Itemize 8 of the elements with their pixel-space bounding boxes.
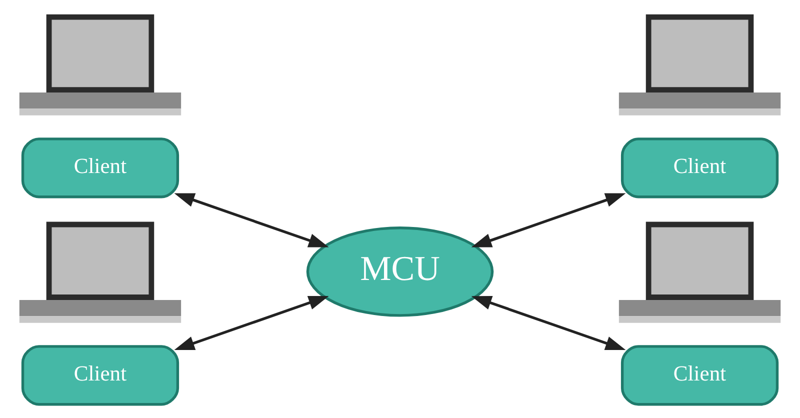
node-box: Client: [21, 138, 180, 198]
arrow: [471, 296, 626, 350]
node-box: Client: [620, 138, 779, 198]
arrow: [174, 296, 329, 350]
node-box: Client: [21, 345, 180, 406]
arrow: [174, 193, 329, 248]
node-box: Client: [620, 345, 779, 406]
arrow: [471, 193, 626, 248]
